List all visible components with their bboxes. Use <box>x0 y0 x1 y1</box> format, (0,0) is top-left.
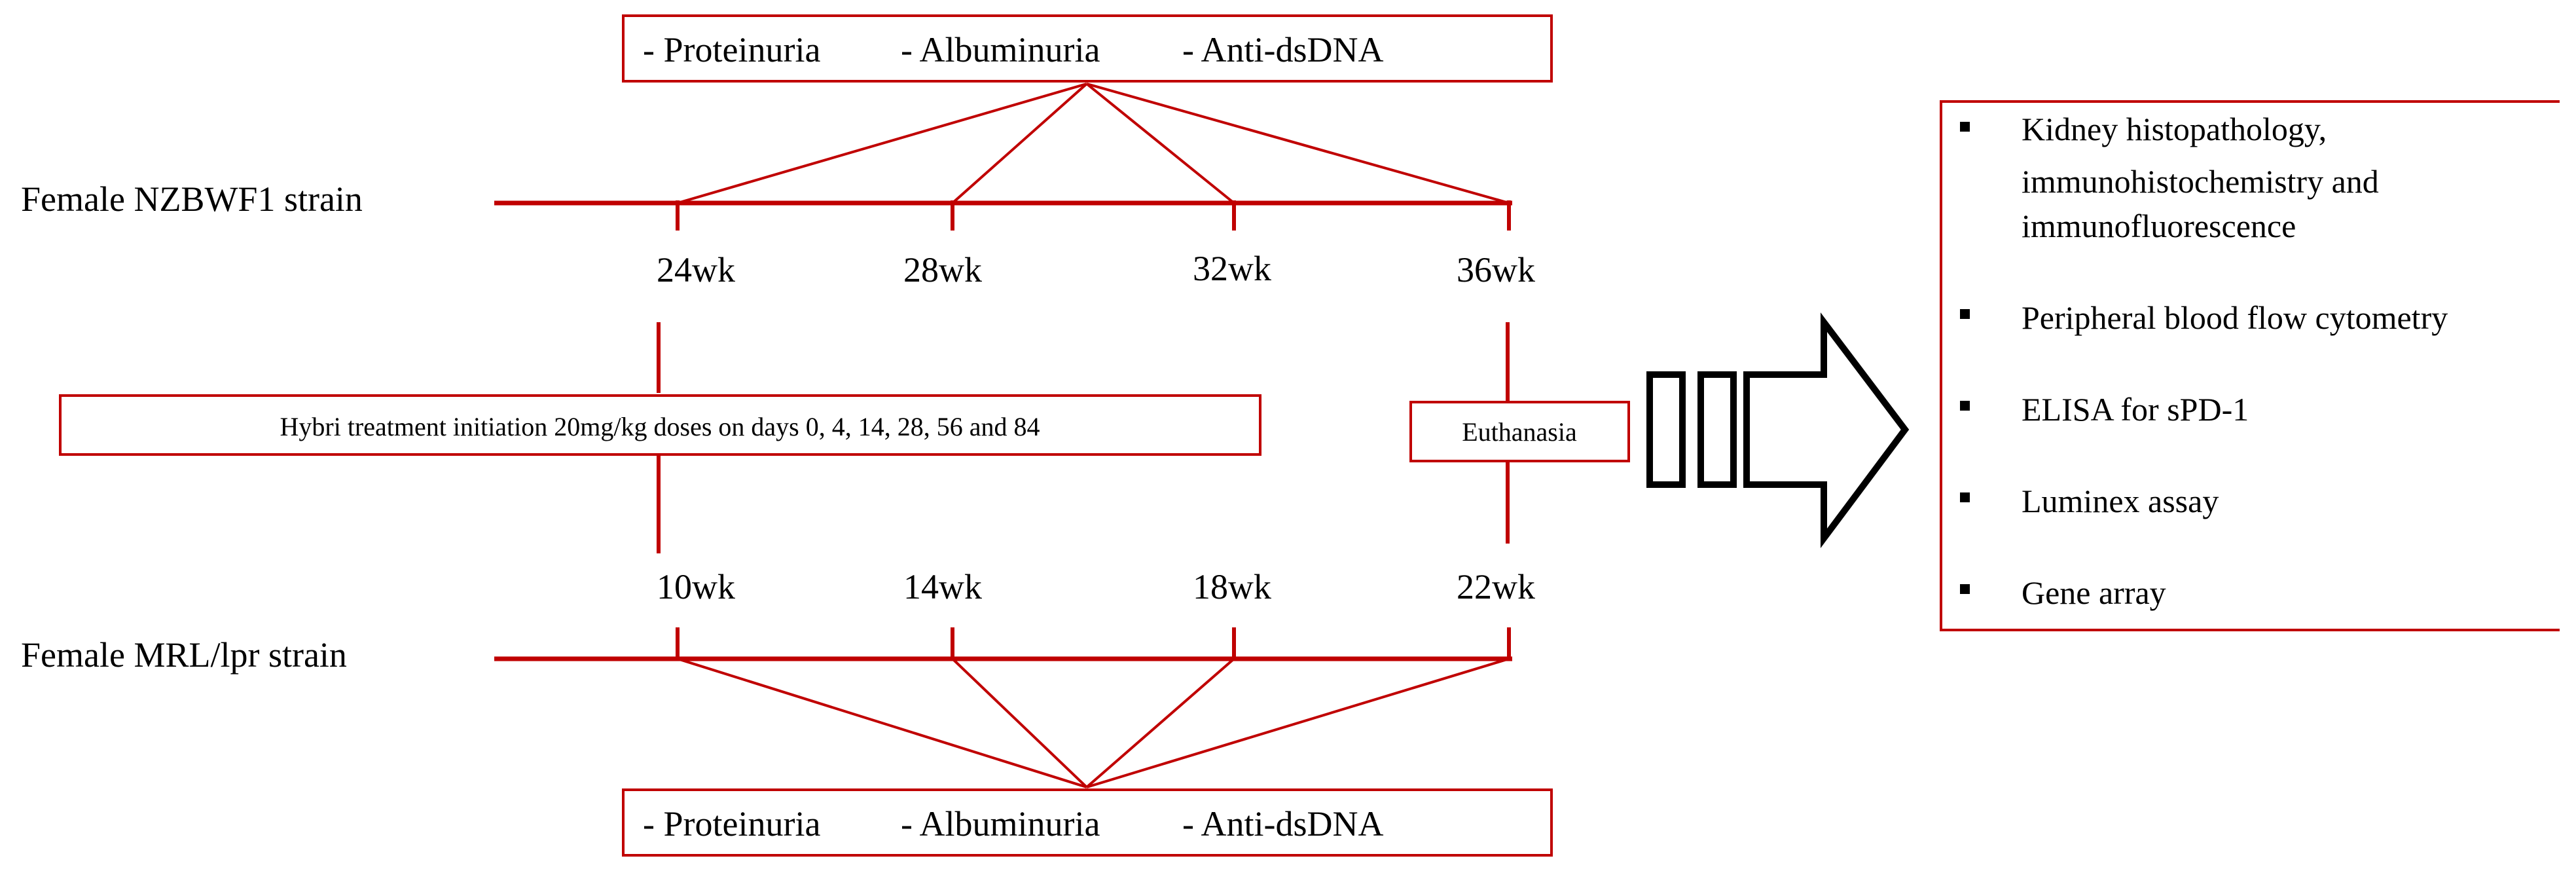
analysis-item-elisa: ELISA for sPD-1 <box>1960 391 2249 428</box>
analysis-item-kidney-line-2: immunohistochemistry and <box>2022 163 2379 200</box>
analysis-item-luminex-label: Luminex assay <box>2022 483 2219 519</box>
top-fan-line-24wk <box>677 83 1087 204</box>
analysis-item-gene-array-label: Gene array <box>2022 574 2166 611</box>
square-bullet-icon <box>1960 401 1970 411</box>
top-measure-anti-dsdna: - Anti-dsDNA <box>1182 30 1384 69</box>
top-strain-label: Female NZBWF1 strain <box>21 179 363 219</box>
square-bullet-icon <box>1960 584 1970 594</box>
top-measurements-box: - Proteinuria - Albuminuria - Anti-dsDNA <box>622 14 1553 83</box>
top-measurements-frame <box>622 14 1553 83</box>
bottom-fan-lines <box>677 658 1510 788</box>
arrow-tail-bar-1 <box>1646 371 1686 488</box>
bottom-tick-label-22wk: 22wk <box>1457 567 1535 606</box>
top-tick-label-24wk: 24wk <box>657 250 735 289</box>
bottom-tick-label-10wk: 10wk <box>657 567 735 606</box>
analysis-item-elisa-label: ELISA for sPD-1 <box>2022 391 2249 428</box>
treatment-box: Hybri treatment initiation 20mg/kg doses… <box>59 394 1261 456</box>
bottom-strain-label: Female MRL/lpr strain <box>21 635 347 675</box>
block-arrow-right-icon <box>1646 312 1910 549</box>
bottom-fan-line-10wk <box>677 658 1087 788</box>
euthanasia-frame <box>1409 401 1630 462</box>
euthanasia-label: Euthanasia <box>1462 417 1577 447</box>
treatment-label: Hybri treatment initiation 20mg/kg doses… <box>280 412 1040 441</box>
arrow-tail-bar-2 <box>1697 371 1737 488</box>
bottom-measure-albuminuria: - Albuminuria <box>901 804 1100 843</box>
analysis-item-gene-array: Gene array <box>1960 574 2166 611</box>
analysis-panel: Kidney histopathology, immunohistochemis… <box>1940 100 2560 631</box>
top-fan-line-28wk <box>951 83 1088 204</box>
analysis-item-flow-cytometry-label: Peripheral blood flow cytometry <box>2022 299 2448 336</box>
bottom-tick-label-14wk: 14wk <box>903 567 982 606</box>
bottom-measurements-box: - Proteinuria - Albuminuria - Anti-dsDNA <box>622 788 1553 857</box>
arrow-head <box>1743 312 1910 549</box>
bottom-measure-proteinuria: - Proteinuria <box>643 804 820 843</box>
top-fan-line-32wk <box>1085 83 1235 204</box>
bottom-measure-anti-dsdna: - Anti-dsDNA <box>1182 804 1384 843</box>
bottom-fan-line-14wk <box>951 658 1088 788</box>
analysis-item-luminex: Luminex assay <box>1960 483 2219 519</box>
square-bullet-icon <box>1960 309 1970 319</box>
bottom-tick-label-18wk: 18wk <box>1193 567 1271 606</box>
bottom-strain-timeline: 10wk 14wk 18wk 22wk Female MRL/lpr strai… <box>21 567 1535 675</box>
analysis-item-kidney-line-1: Kidney histopathology, <box>2022 111 2327 147</box>
bottom-fan-line-18wk <box>1085 658 1235 788</box>
square-bullet-icon <box>1960 122 1970 132</box>
top-tick-label-28wk: 28wk <box>903 250 982 289</box>
top-tick-label-36wk: 36wk <box>1457 250 1535 289</box>
bottom-measurements-frame <box>622 788 1553 857</box>
analysis-item-kidney: Kidney histopathology, immunohistochemis… <box>1960 111 2379 244</box>
euthanasia-box: Euthanasia <box>1409 401 1630 462</box>
analysis-panel-frame <box>1940 100 2560 631</box>
analysis-item-flow-cytometry: Peripheral blood flow cytometry <box>1960 299 2448 336</box>
top-measure-albuminuria: - Albuminuria <box>901 30 1100 69</box>
square-bullet-icon <box>1960 492 1970 502</box>
top-strain-timeline: Female NZBWF1 strain 24wk 28wk 32wk 36wk <box>21 179 1535 289</box>
bottom-fan-line-22wk <box>1086 658 1510 788</box>
top-fan-line-36wk <box>1086 83 1510 204</box>
top-measure-proteinuria: - Proteinuria <box>643 30 820 69</box>
treatment-frame <box>59 394 1261 456</box>
analysis-item-kidney-line-3: immunofluorescence <box>2022 208 2296 244</box>
top-tick-label-32wk: 32wk <box>1193 249 1271 288</box>
vertical-connectors <box>657 322 1510 553</box>
top-fan-lines <box>677 83 1510 204</box>
